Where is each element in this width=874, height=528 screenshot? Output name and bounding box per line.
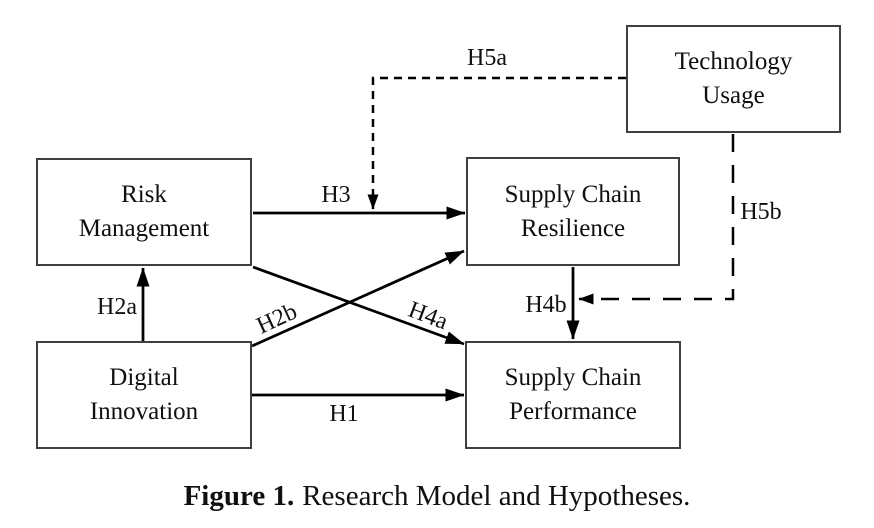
h4a-arrow-line bbox=[252, 265, 465, 346]
box-technology-usage-line2: Usage bbox=[702, 82, 765, 109]
box-technology-usage: Technology Usage bbox=[626, 25, 841, 133]
box-supply-chain-performance: Supply Chain Performance bbox=[465, 341, 681, 449]
box-digital-innovation: Digital Innovation bbox=[36, 341, 252, 449]
h2b-arrow-line bbox=[251, 249, 465, 348]
label-h4b: H4b bbox=[525, 292, 567, 318]
label-h2a: H2a bbox=[97, 294, 137, 320]
figure-caption-label: Figure 1. bbox=[183, 480, 295, 512]
box-supply-chain-performance-line1: Supply Chain bbox=[504, 364, 642, 391]
box-digital-innovation-line2: Innovation bbox=[89, 398, 199, 425]
label-h1: H1 bbox=[329, 401, 359, 427]
box-risk-management-line2: Management bbox=[78, 215, 210, 242]
box-digital-innovation-line1: Digital bbox=[109, 364, 179, 391]
label-h5b: H5b bbox=[740, 199, 782, 225]
box-supply-chain-resilience-line1: Supply Chain bbox=[504, 180, 642, 208]
h5b-dashed-arrow bbox=[578, 134, 735, 305]
box-supply-chain-resilience-line2: Resilience bbox=[520, 214, 626, 242]
label-h5a: H5a bbox=[467, 45, 507, 71]
figure-caption-text: Research Model and Hypotheses. bbox=[302, 480, 691, 512]
box-risk-management-line1: Risk bbox=[121, 181, 167, 208]
figure-caption: Figure 1.Research Model and Hypotheses. bbox=[0, 478, 874, 514]
h5a-dashed-arrow bbox=[367, 76, 626, 210]
box-supply-chain-performance-line2: Performance bbox=[509, 398, 637, 425]
box-technology-usage-line1: Technology bbox=[674, 48, 793, 75]
label-h3: H3 bbox=[321, 182, 351, 208]
box-risk-management: Risk Management bbox=[36, 158, 252, 266]
box-supply-chain-resilience: Supply Chain Resilience bbox=[466, 157, 680, 266]
